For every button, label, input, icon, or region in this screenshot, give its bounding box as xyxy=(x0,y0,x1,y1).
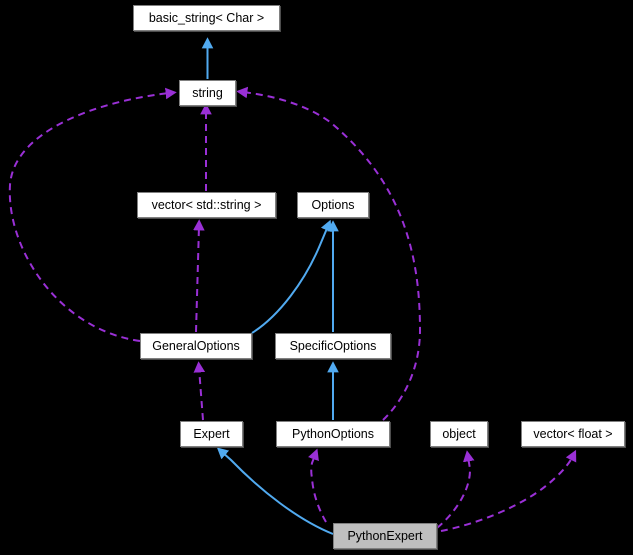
edge-general_options-to-string xyxy=(8,87,177,342)
class-node-basic_string[interactable]: basic_string< Char > xyxy=(133,5,280,31)
edge-python_expert-to-expert xyxy=(216,447,334,535)
class-node-label: SpecificOptions xyxy=(289,338,377,353)
class-node-expert[interactable]: Expert xyxy=(180,421,243,447)
edge-python_expert-to-python_options xyxy=(308,448,327,523)
edge-python_expert-to-object xyxy=(436,450,475,529)
class-node-label: object xyxy=(442,426,476,441)
class-node-vector_float[interactable]: vector< float > xyxy=(521,421,625,447)
edge-python_options-to-string xyxy=(236,86,422,421)
class-node-options[interactable]: Options xyxy=(297,192,369,218)
class-node-general_options[interactable]: GeneralOptions xyxy=(140,333,252,359)
class-node-label: PythonOptions xyxy=(292,426,374,441)
class-node-label: string xyxy=(192,85,223,100)
class-node-label: vector< float > xyxy=(533,426,613,441)
class-node-label: Expert xyxy=(193,426,230,441)
edge-general_options-to-options xyxy=(251,219,332,334)
edge-python_expert-to-vector_float xyxy=(440,449,577,532)
class-node-object[interactable]: object xyxy=(430,421,488,447)
class-node-label: PythonExpert xyxy=(347,528,423,543)
class-node-label: Options xyxy=(311,197,355,212)
class-node-specific_options[interactable]: SpecificOptions xyxy=(275,333,391,359)
class-node-label: GeneralOptions xyxy=(152,338,240,353)
class-node-string[interactable]: string xyxy=(179,80,236,106)
class-node-python_expert[interactable]: PythonExpert xyxy=(333,523,437,549)
class-node-vector_std_string[interactable]: vector< std::string > xyxy=(137,192,276,218)
edge-expert-to-general_options xyxy=(193,361,206,421)
edge-general_options-to-vector_std_string xyxy=(193,219,205,333)
class-node-label: basic_string< Char > xyxy=(148,10,265,25)
class-node-label: vector< std::string > xyxy=(151,197,262,212)
class-node-python_options[interactable]: PythonOptions xyxy=(276,421,390,447)
